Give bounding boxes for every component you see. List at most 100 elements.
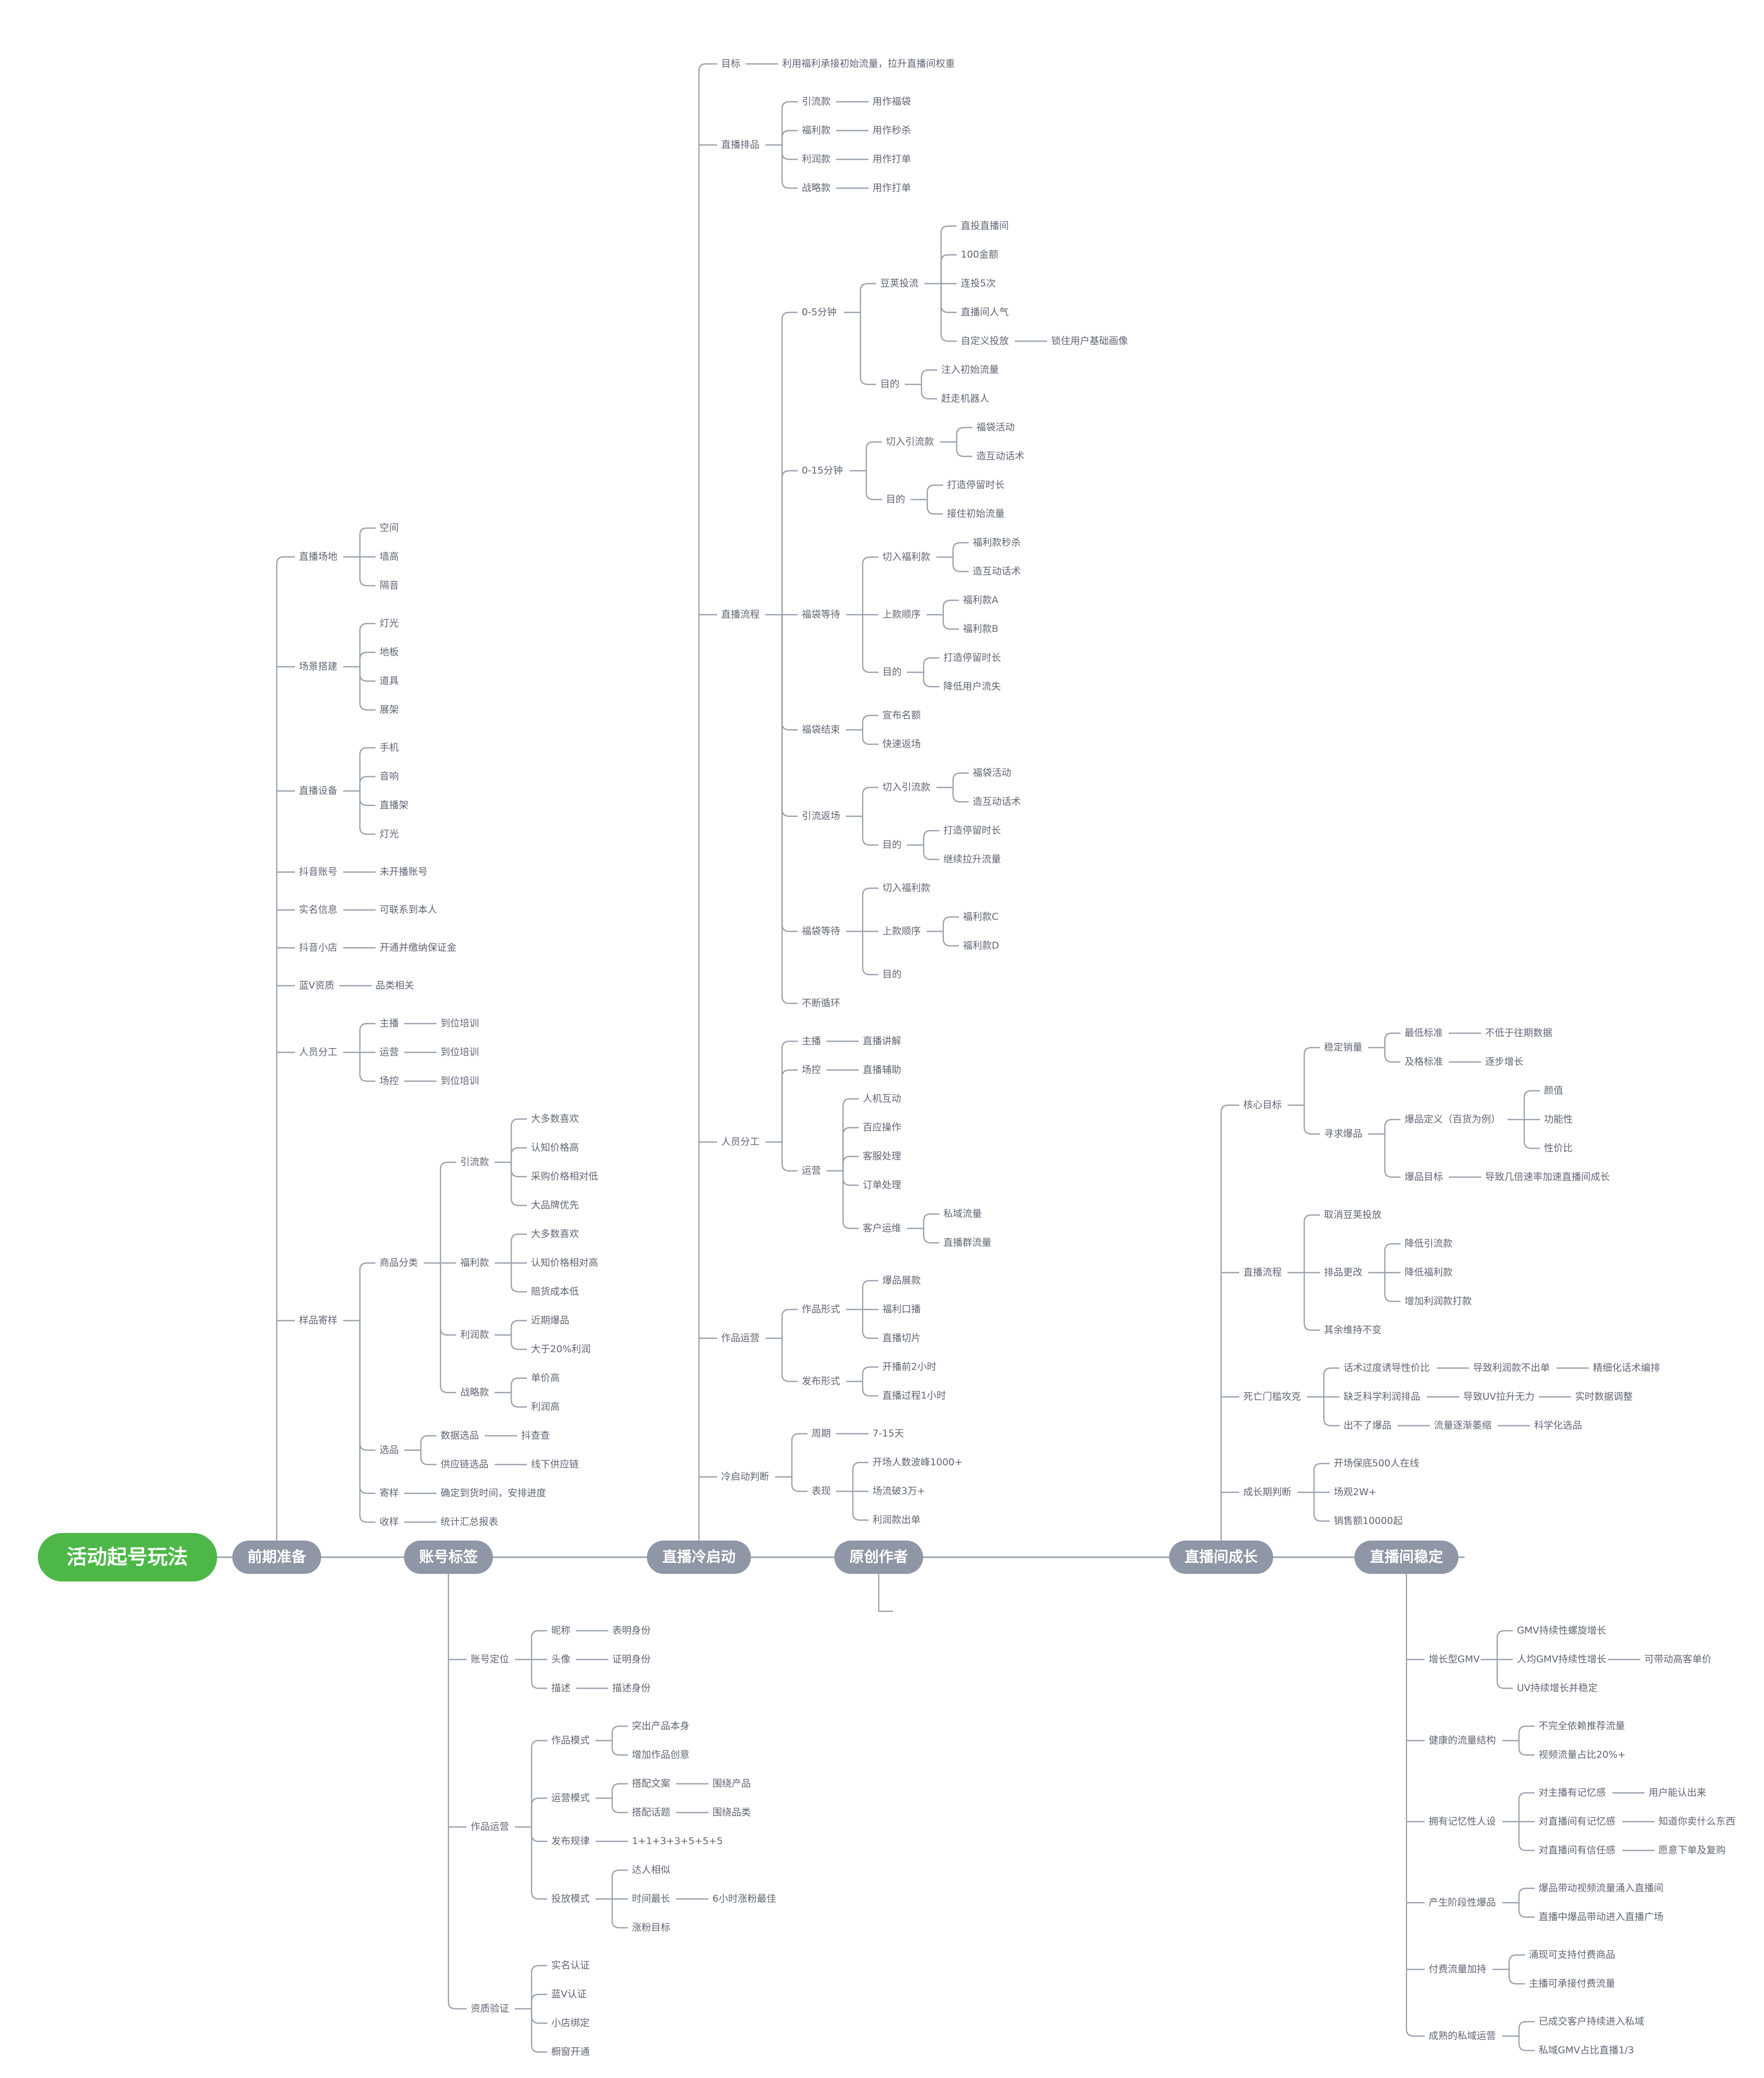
- topic-node-d2[interactable]: 直播架: [380, 800, 409, 811]
- topic-node-d3[interactable]: 利润款: [460, 1329, 489, 1341]
- topic-node-d4[interactable]: 打造停留时长: [943, 652, 1001, 663]
- topic-node-d1[interactable]: 直播流程: [721, 609, 760, 620]
- topic-node-d2[interactable]: 作品形式: [802, 1304, 840, 1315]
- topic-node-d2[interactable]: 直播中爆品带动进入直播广场: [1539, 1911, 1664, 1922]
- branch-b0[interactable]: 前期准备: [232, 1541, 321, 1574]
- topic-node-d1[interactable]: 直播设备: [299, 785, 337, 797]
- topic-node-d1[interactable]: 目标: [721, 58, 740, 69]
- topic-node-d2[interactable]: 场控: [380, 1075, 399, 1086]
- topic-node-d4[interactable]: 逐步增长: [1485, 1056, 1524, 1067]
- topic-node-d2[interactable]: 运营: [802, 1165, 821, 1176]
- topic-node-d2[interactable]: 福袋等待: [802, 609, 840, 620]
- topic-node-d2[interactable]: 发布规律: [551, 1836, 590, 1847]
- topic-node-d1[interactable]: 直播排品: [721, 139, 760, 151]
- topic-node-d3[interactable]: 搭配话题: [632, 1807, 670, 1818]
- topic-node-d4[interactable]: 福袋活动: [973, 767, 1011, 778]
- topic-node-d4[interactable]: 造互动话术: [976, 451, 1024, 462]
- topic-node-d3[interactable]: 战略款: [460, 1387, 489, 1398]
- topic-node-d2[interactable]: 视频流量占比20%+: [1539, 1749, 1626, 1760]
- topic-node-d2[interactable]: 实名认证: [551, 1960, 590, 1971]
- topic-node-d3[interactable]: 切入福利款: [882, 552, 930, 563]
- topic-node-d3[interactable]: 引流款: [460, 1157, 489, 1168]
- topic-node-d3[interactable]: 目的: [880, 379, 899, 390]
- topic-node-d2[interactable]: 场控: [802, 1064, 821, 1075]
- topic-node-d3[interactable]: 上款顺序: [882, 926, 921, 937]
- topic-node-d3[interactable]: 切入福利款: [882, 882, 930, 894]
- topic-node-d1[interactable]: 资质验证: [471, 2003, 509, 2014]
- topic-node-d2[interactable]: 涌现可支持付费商品: [1529, 1949, 1615, 1960]
- topic-node-d4[interactable]: 赔货成本低: [531, 1286, 579, 1297]
- topic-node-d3[interactable]: 突出产品本身: [632, 1720, 689, 1731]
- topic-node-d3[interactable]: 上款顺序: [882, 609, 921, 620]
- topic-node-d4[interactable]: 福利款D: [963, 940, 999, 951]
- topic-node-d2[interactable]: 销售额10000起: [1334, 1515, 1402, 1526]
- topic-node-d2[interactable]: 地板: [380, 647, 399, 658]
- topic-node-d4[interactable]: 认知价格高: [531, 1142, 579, 1153]
- topic-node-d2[interactable]: 利用福利承接初始流量，拉升直播间权重: [782, 58, 955, 69]
- topic-node-d2[interactable]: 隔音: [380, 580, 399, 591]
- branch-b1[interactable]: 账号标签: [404, 1541, 493, 1574]
- topic-node-d1[interactable]: 场景搭建: [299, 661, 337, 672]
- topic-node-d4[interactable]: 连投5次: [961, 278, 996, 289]
- topic-node-d2[interactable]: 稳定销量: [1324, 1042, 1363, 1053]
- topic-node-d4[interactable]: 性价比: [1544, 1143, 1573, 1154]
- topic-node-d2[interactable]: 描述: [551, 1683, 571, 1694]
- topic-node-d2[interactable]: 其余维持不变: [1324, 1324, 1382, 1335]
- topic-node-d3[interactable]: 搭配文案: [632, 1778, 670, 1789]
- topic-node-d4[interactable]: 6小时涨粉最佳: [713, 1893, 776, 1904]
- topic-node-d1[interactable]: 产生阶段性爆品: [1429, 1897, 1496, 1908]
- topic-node-d3[interactable]: 降低引流款: [1404, 1238, 1452, 1249]
- topic-node-d4[interactable]: 降低用户流失: [943, 681, 1001, 692]
- topic-node-d2[interactable]: 运营模式: [551, 1793, 590, 1804]
- topic-node-d2[interactable]: 表现: [812, 1486, 831, 1497]
- topic-node-d3[interactable]: 及格标准: [1404, 1056, 1443, 1067]
- topic-node-d2[interactable]: 排品更改: [1324, 1267, 1363, 1278]
- topic-node-d2[interactable]: 利润款: [802, 154, 831, 165]
- topic-node-d4[interactable]: 福利款B: [963, 623, 998, 634]
- topic-node-d3[interactable]: 导致UV拉升无力: [1464, 1391, 1535, 1402]
- topic-node-d2[interactable]: 福袋结束: [802, 724, 840, 735]
- topic-node-d3[interactable]: 开场人数波峰1000+: [873, 1457, 963, 1468]
- topic-node-d4[interactable]: 科学化选品: [1534, 1420, 1582, 1431]
- topic-node-d3[interactable]: 供应链选品: [440, 1459, 488, 1470]
- topic-node-d3[interactable]: 客服处理: [863, 1151, 901, 1162]
- topic-node-d3[interactable]: 订单处理: [863, 1179, 901, 1191]
- topic-node-d2[interactable]: 商品分类: [380, 1257, 418, 1268]
- topic-node-d4[interactable]: 实时数据调整: [1575, 1391, 1633, 1402]
- topic-node-d3[interactable]: 爆品展款: [882, 1275, 921, 1286]
- topic-node-d3[interactable]: 宣布名额: [882, 710, 921, 721]
- topic-node-d1[interactable]: 健康的流量结构: [1429, 1735, 1496, 1746]
- topic-node-d3[interactable]: 7-15天: [873, 1428, 904, 1439]
- topic-node-d1[interactable]: 抖音账号: [299, 866, 337, 877]
- topic-node-d3[interactable]: 用户能认出来: [1649, 1787, 1706, 1798]
- topic-node-d2[interactable]: 对主播有记忆感: [1539, 1787, 1606, 1798]
- topic-node-d1[interactable]: 直播场地: [299, 551, 337, 562]
- topic-node-d2[interactable]: 作品模式: [551, 1735, 590, 1746]
- topic-node-d2[interactable]: 灯光: [380, 828, 399, 839]
- topic-node-d4[interactable]: 打造停留时长: [947, 479, 1004, 490]
- branch-b4[interactable]: 直播间成长: [1169, 1541, 1273, 1574]
- topic-node-d2[interactable]: 0-15分钟: [802, 465, 843, 476]
- topic-node-d3[interactable]: 知道你卖什么东西: [1658, 1816, 1735, 1827]
- topic-node-d3[interactable]: 导致利润款不出单: [1473, 1362, 1550, 1373]
- topic-node-d4[interactable]: 造互动话术: [973, 566, 1021, 577]
- topic-node-d2[interactable]: GMV持续性螺旋增长: [1517, 1625, 1606, 1636]
- topic-node-d3[interactable]: 直播辅助: [863, 1064, 901, 1075]
- topic-node-d4[interactable]: 打造停留时长: [943, 825, 1001, 836]
- topic-node-d1[interactable]: 死亡门槛攻克: [1243, 1391, 1301, 1402]
- topic-node-d3[interactable]: 降低福利款: [1404, 1267, 1452, 1278]
- topic-node-d1[interactable]: 样品寄样: [299, 1315, 337, 1326]
- topic-node-d3[interactable]: 统计汇总报表: [440, 1516, 498, 1527]
- topic-node-d5[interactable]: 锁住用户基础画像: [1051, 335, 1128, 347]
- topic-node-d4[interactable]: 大于20%利润: [531, 1344, 590, 1355]
- topic-node-d4[interactable]: 大多数喜欢: [531, 1228, 579, 1240]
- topic-node-d2[interactable]: 福袋等待: [802, 926, 840, 937]
- topic-node-d1[interactable]: 作品运营: [721, 1332, 760, 1344]
- topic-node-d4[interactable]: 福袋活动: [976, 422, 1015, 433]
- topic-node-d3[interactable]: 描述身份: [612, 1683, 650, 1694]
- topic-node-d4[interactable]: 功能性: [1544, 1114, 1573, 1125]
- topic-node-d3[interactable]: 直播过程1小时: [882, 1390, 946, 1401]
- topic-node-d2[interactable]: 周期: [812, 1428, 831, 1439]
- topic-node-d4[interactable]: 抖查查: [521, 1430, 550, 1441]
- topic-node-d2[interactable]: 话术过度诱导性价比: [1343, 1362, 1430, 1373]
